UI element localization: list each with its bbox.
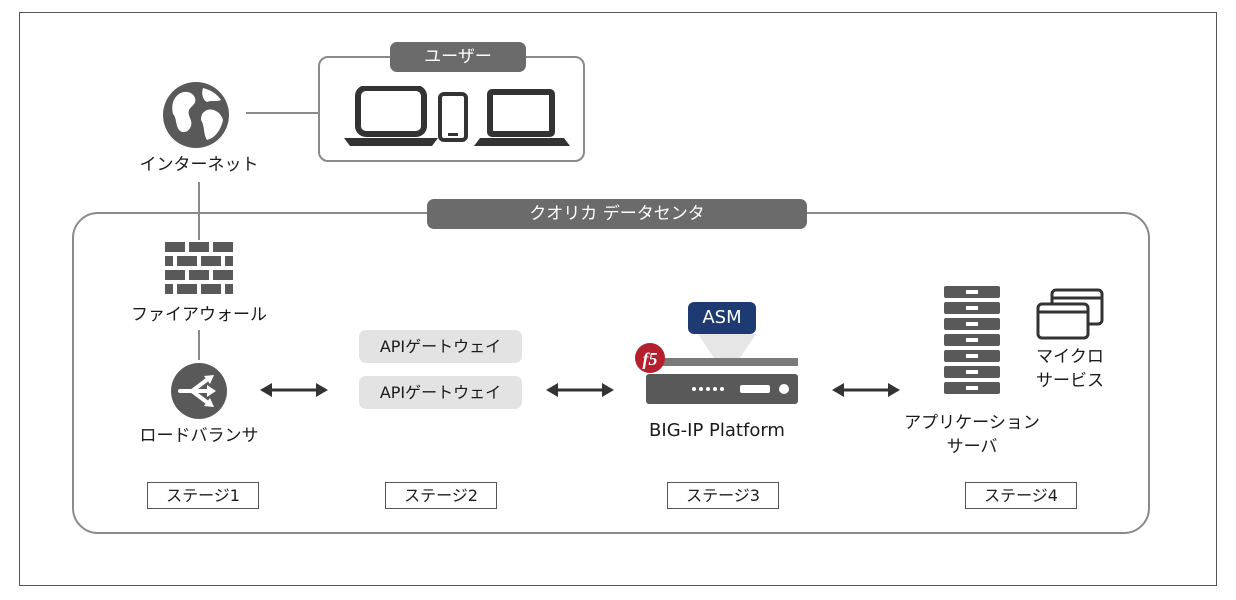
arrow-stage2-3: [546, 383, 614, 397]
bigip-label: BIG-IP Platform: [649, 420, 785, 441]
arrow-stage1-2: [260, 383, 328, 397]
microservices-label-line1: マイクロ: [1036, 347, 1104, 367]
app-server-label-line2: サーバ: [946, 437, 998, 457]
arrow-stage3-4: [832, 383, 900, 397]
stage-3-label: ステージ3: [667, 482, 779, 509]
desktop-icon: [344, 86, 438, 146]
bigip-appliance: f5: [635, 334, 798, 404]
globe-icon: [163, 82, 229, 148]
load-balancer-label: ロードバランサ: [139, 426, 259, 446]
users-label: ユーザー: [390, 42, 526, 72]
microservices-icon: [1036, 288, 1104, 340]
api-gateway-2: APIゲートウェイ: [359, 376, 522, 409]
diagram-frame: [19, 12, 1217, 586]
asm-beam: [698, 334, 756, 358]
stage-4-label: ステージ4: [965, 482, 1077, 509]
f5-logo-text: f5: [643, 349, 658, 369]
f5-logo-icon: [635, 343, 665, 373]
asm-badge: ASM: [688, 302, 756, 334]
load-balancer-icon: [171, 363, 227, 419]
laptop-icon: [474, 89, 570, 146]
server-rack-icon: [944, 286, 1000, 394]
microservices-label-line2: サービス: [1036, 371, 1104, 391]
api-gateway-1: APIゲートウェイ: [359, 330, 522, 363]
stage-2-label: ステージ2: [385, 482, 497, 509]
internet-label: インターネット: [139, 155, 259, 175]
smartphone-icon: [438, 92, 468, 142]
app-server-label-line1: アプリケーション: [904, 413, 1040, 433]
firewall-icon: [165, 242, 233, 294]
firewall-label: ファイアウォール: [131, 305, 267, 325]
user-devices: [344, 86, 570, 146]
stage-1-label: ステージ1: [147, 482, 259, 509]
datacenter-label: クオリカ データセンタ: [427, 199, 807, 229]
appliance-top: [650, 358, 798, 366]
